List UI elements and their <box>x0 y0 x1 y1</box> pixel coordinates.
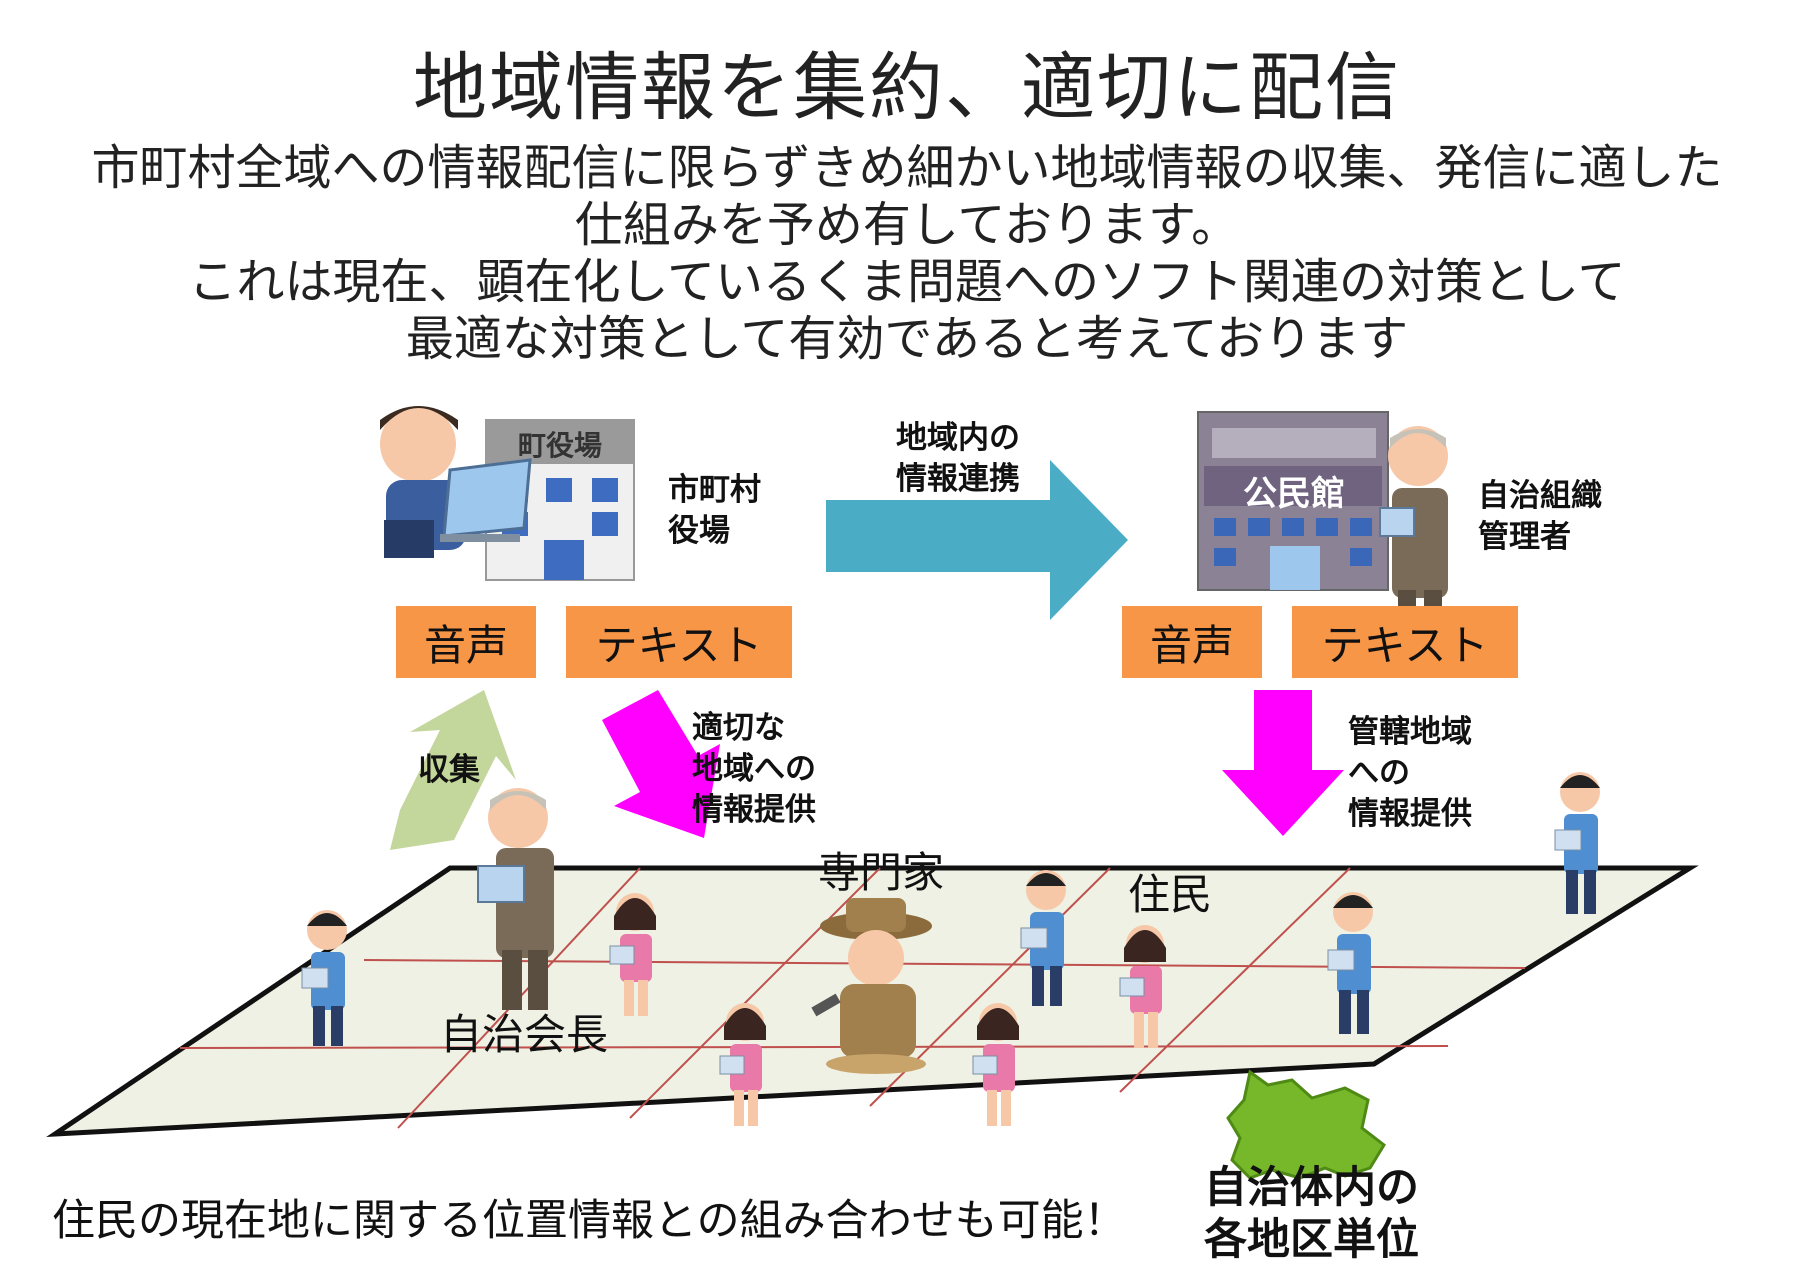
resident-male <box>1020 870 1066 1006</box>
description-line: 最適な対策として有効であると考えております <box>405 311 1409 367</box>
collect-label: 収集 <box>418 752 480 788</box>
resident-female <box>609 893 656 1016</box>
resident-male <box>301 910 347 1046</box>
voice-box-right: 音声 <box>1122 606 1262 678</box>
footer-note: 住民の現在地に関する位置情報との組み合わせも可能！ <box>52 1196 1127 1246</box>
voice-box-left: 音声 <box>396 606 536 678</box>
description-line: 市町村全域への情報配信に限らずきめ細かい地域情報の収集、発信に適した <box>91 140 1723 196</box>
chairman-label: 自治会長 <box>440 1010 609 1059</box>
expert-label: 専門家 <box>818 848 945 897</box>
community-hall-illustration <box>1197 411 1448 618</box>
description-line: 仕組みを予め有しております。 <box>574 197 1240 253</box>
resident-male <box>1554 772 1600 914</box>
link-arrow <box>826 460 1128 620</box>
district-unit-label: 自治体内の 各地区単位 <box>1204 1163 1419 1265</box>
provide-left-label: 適切な 地域への 情報提供 <box>692 710 816 828</box>
description-line: これは現在、顕在化しているくま問題へのソフト関連の対策として <box>188 254 1626 310</box>
manager-label: 自治組織 管理者 <box>1478 478 1602 555</box>
description: 市町村全域への情報配信に限らずきめ細かい地域情報の収集、発信に適した 仕組みを予… <box>60 140 1754 368</box>
resident-male <box>1327 892 1373 1034</box>
resident-female <box>1119 925 1166 1048</box>
provide-arrow-right <box>1222 690 1344 836</box>
town-office-illustration <box>380 406 635 581</box>
town-office-sign: 町役場 <box>517 429 602 462</box>
expert-illustration <box>811 898 932 1074</box>
district-map-icon <box>1226 1069 1386 1180</box>
text-box-left: テキスト <box>566 606 792 678</box>
community-hall-sign: 公民館 <box>1243 474 1345 514</box>
chairman-illustration <box>477 788 554 1010</box>
provide-arrow-left <box>602 690 720 838</box>
provide-right-label: 管轄地域 への 情報提供 <box>1348 714 1472 832</box>
page-title: 地域情報を集約、適切に配信 <box>413 45 1401 131</box>
resident-figures <box>301 772 1600 1126</box>
residents-label: 住民 <box>1128 870 1213 919</box>
office-label: 市町村 役場 <box>668 472 761 549</box>
resident-female <box>972 1003 1019 1126</box>
text-box-right: テキスト <box>1292 606 1518 678</box>
resident-female <box>719 1003 766 1126</box>
link-label: 地域内の 情報連携 <box>896 420 1020 497</box>
